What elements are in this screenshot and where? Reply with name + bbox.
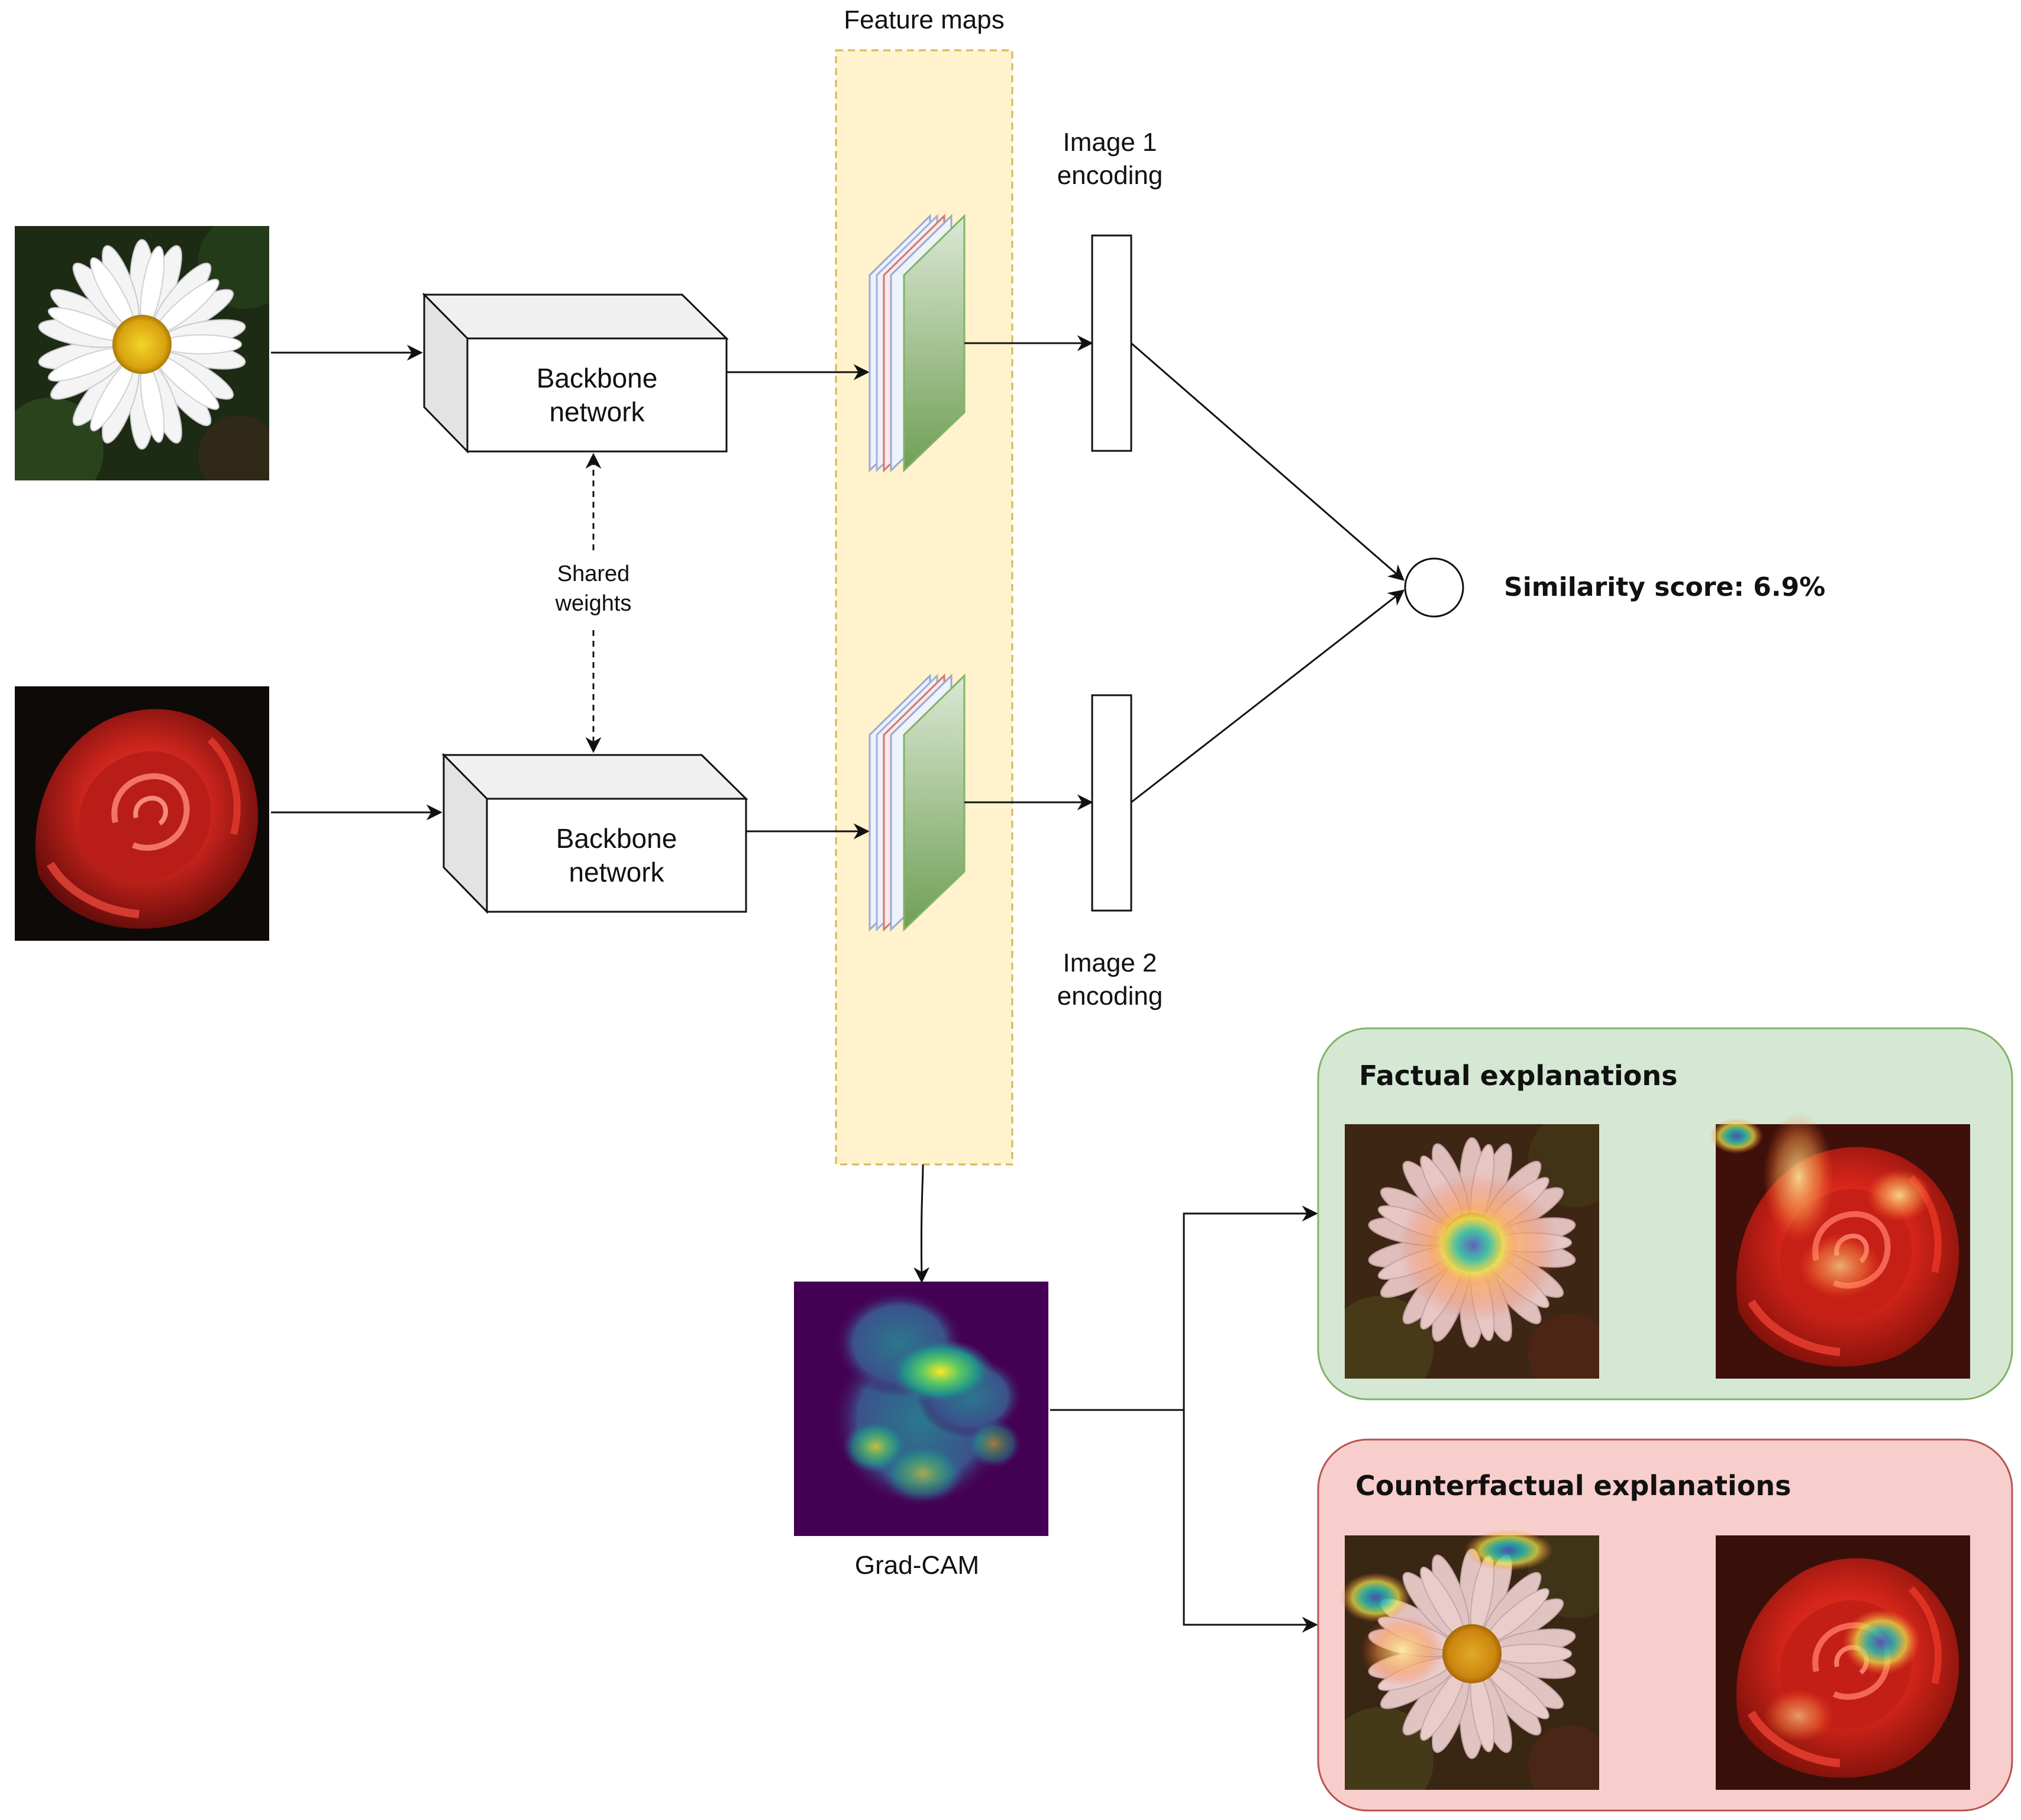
similarity-node — [1404, 557, 1464, 618]
backbone-top-label-2: network — [549, 396, 645, 427]
feature-maps-label: Feature maps — [844, 5, 1004, 34]
feature-map-stack-1 — [869, 214, 966, 473]
grad-cam-heatmap — [794, 1282, 1048, 1536]
similarity-score-label: Similarity score: 6.9% — [1504, 572, 1825, 602]
feature-maps-panel — [835, 49, 1013, 1166]
input-image-daisy — [15, 226, 269, 480]
backbone-bottom-label-1: Backbone — [556, 823, 677, 854]
image1-encoding-label-2: encoding — [1057, 161, 1163, 190]
arrow-to-counterfactual — [1183, 1410, 1318, 1633]
grad-cam-label: Grad-CAM — [855, 1551, 979, 1580]
feature-map-stack-2 — [869, 673, 966, 932]
image2-encoding-label-1: Image 2 — [1063, 948, 1157, 977]
arrow-encoding2-to-similarity — [1131, 589, 1405, 803]
factual-image-daisy — [1345, 1124, 1599, 1379]
arrow-featuremaps-to-gradcam — [913, 1164, 930, 1283]
input-image-rose — [15, 686, 269, 941]
counterfactual-image-rose — [1716, 1535, 1970, 1790]
counterfactual-image-daisy — [1340, 1529, 1599, 1790]
image1-encoding-vector — [1091, 234, 1132, 452]
backbone-network-top: Backbone network — [422, 292, 729, 454]
factual-explanations-title: Factual explanations — [1359, 1060, 1677, 1092]
shared-weights-label-1: Shared — [557, 562, 630, 586]
factual-image-rose — [1710, 1112, 1970, 1379]
image2-encoding-label-2: encoding — [1057, 982, 1163, 1011]
backbone-bottom-label-2: network — [569, 857, 664, 888]
arrow-encoding1-to-similarity — [1131, 342, 1405, 581]
backbone-network-bottom: Backbone network — [441, 753, 748, 914]
shared-weights-label-2: weights — [555, 591, 632, 616]
counterfactual-explanations-title: Counterfactual explanations — [1355, 1470, 1791, 1502]
image2-encoding-vector — [1091, 694, 1132, 912]
arrow-to-factual — [1183, 1205, 1318, 1410]
backbone-top-label-1: Backbone — [537, 363, 658, 393]
image1-encoding-label-1: Image 1 — [1063, 128, 1157, 157]
